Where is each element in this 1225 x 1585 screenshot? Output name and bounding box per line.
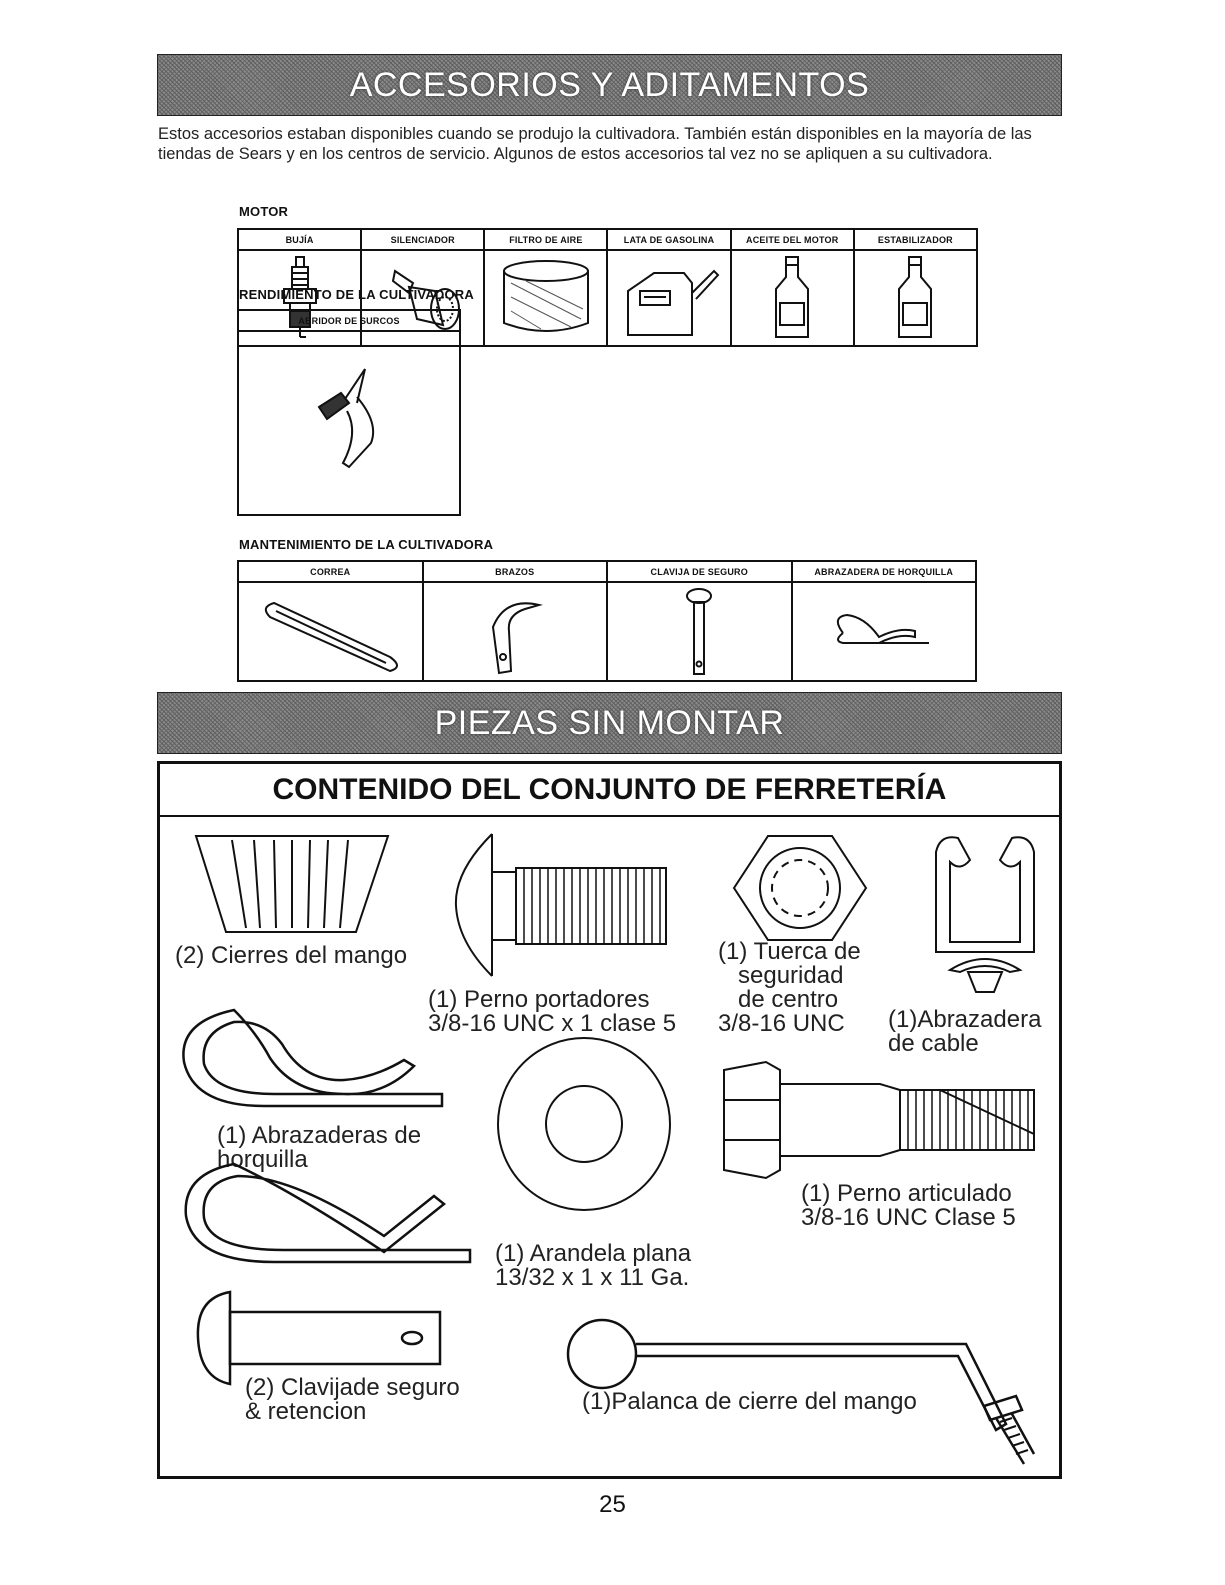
- furrower-illustration: [237, 330, 461, 516]
- accessory-label: ESTABILIZADOR: [852, 228, 979, 251]
- air-filter-illustration: [483, 249, 609, 347]
- section-banner-piezas: PIEZAS SIN MONTAR: [157, 692, 1062, 754]
- intro-paragraph: Estos accesorios estaban disponibles cua…: [158, 125, 1032, 163]
- accessory-label: FILTRO DE AIRE: [483, 228, 609, 251]
- motor-accessories-table: BUJÍA SILENCIADOR FILTRO DE AIRE LATA DE…: [236, 228, 979, 347]
- accessory-label: CLAVIJA DE SEGURO: [606, 560, 793, 583]
- accessory-label: SILENCIADOR: [360, 228, 486, 251]
- label-perno-articulado: (1) Perno articulado 3/8-16 UNC Clase 5: [801, 1180, 1016, 1231]
- section-banner-accesorios: ACCESORIOS Y ADITAMENTOS: [157, 54, 1062, 116]
- accessory-label: ABRIDOR DE SURCOS: [237, 309, 461, 332]
- tines-illustration: [421, 581, 608, 682]
- label-tuerca: (1) Tuerca de seguridad de centro 3/8-16…: [718, 938, 861, 1037]
- engine-oil-illustration: [729, 249, 855, 347]
- banner-title: ACCESORIOS Y ADITAMENTOS: [349, 65, 870, 104]
- shoulder-bolt-illustration: [723, 1060, 1035, 1180]
- clevis-pin-illustration: [196, 1290, 442, 1386]
- label-abrazadera-cable: (1)Abrazadera de cable: [888, 1006, 1042, 1057]
- label-clavija: (2) Clavijade seguro & retencion: [245, 1374, 460, 1425]
- label-perno-portadores: (1) Perno portadores 3/8-16 UNC x 1 clas…: [428, 986, 677, 1037]
- accessory-label: CORREA: [237, 560, 424, 583]
- accessory-label: BUJÍA: [236, 228, 363, 251]
- clevis-pin-illustration: [606, 581, 793, 682]
- accessory-label: ACEITE DEL MOTOR: [729, 228, 855, 251]
- page-number: 25: [599, 1491, 626, 1518]
- banner-title: PIEZAS SIN MONTAR: [434, 703, 785, 742]
- belt-illustration: [237, 581, 424, 682]
- label-abrazaderas-horquilla: (1) Abrazaderas de horquilla: [217, 1122, 422, 1173]
- accessory-label: LATA DE GASOLINA: [606, 228, 732, 251]
- label-arandela: (1) Arandela plana 13/32 x 1 x 11 Ga.: [495, 1240, 692, 1291]
- label-palanca: (1)Palanca de cierre del mango: [582, 1388, 917, 1415]
- hairpin-clip-illustration: [790, 581, 977, 682]
- hardware-contents-box: CONTENIDO DEL CONJUNTO DE FERRETERÍA (2)…: [157, 761, 1062, 1479]
- hairpin-clip-illustration: [184, 1162, 472, 1264]
- rendimiento-section-title: RENDIMIENTO DE LA CULTIVADORA: [239, 287, 474, 302]
- flat-washer-illustration: [497, 1037, 671, 1211]
- label-cierres: (2) Cierres del mango: [175, 942, 408, 969]
- accessory-label: ABRAZADERA DE HORQUILLA: [790, 560, 977, 583]
- cable-clamp-illustration: [935, 836, 1035, 993]
- rendimiento-accessories-table: ABRIDOR DE SURCOS: [237, 309, 461, 516]
- accessory-label: BRAZOS: [421, 560, 608, 583]
- carriage-bolt-illustration: [454, 833, 667, 977]
- stabilizer-illustration: [852, 249, 979, 347]
- lock-nut-illustration: [732, 835, 868, 941]
- mantenimiento-section-title: MANTENIMIENTO DE LA CULTIVADORA: [239, 537, 494, 552]
- gas-can-illustration: [606, 249, 732, 347]
- mantenimiento-accessories-table: CORREA BRAZOS CLAVIJA DE SEGURO ABRAZADE…: [237, 560, 977, 682]
- hairpin-clip-illustration: [182, 1008, 444, 1108]
- handle-lock-lever-illustration: [566, 1318, 1036, 1465]
- motor-section-title: MOTOR: [239, 204, 289, 219]
- handle-clamp-illustration: [194, 835, 390, 933]
- hardware-contents-title: CONTENIDO DEL CONJUNTO DE FERRETERÍA: [160, 764, 1059, 817]
